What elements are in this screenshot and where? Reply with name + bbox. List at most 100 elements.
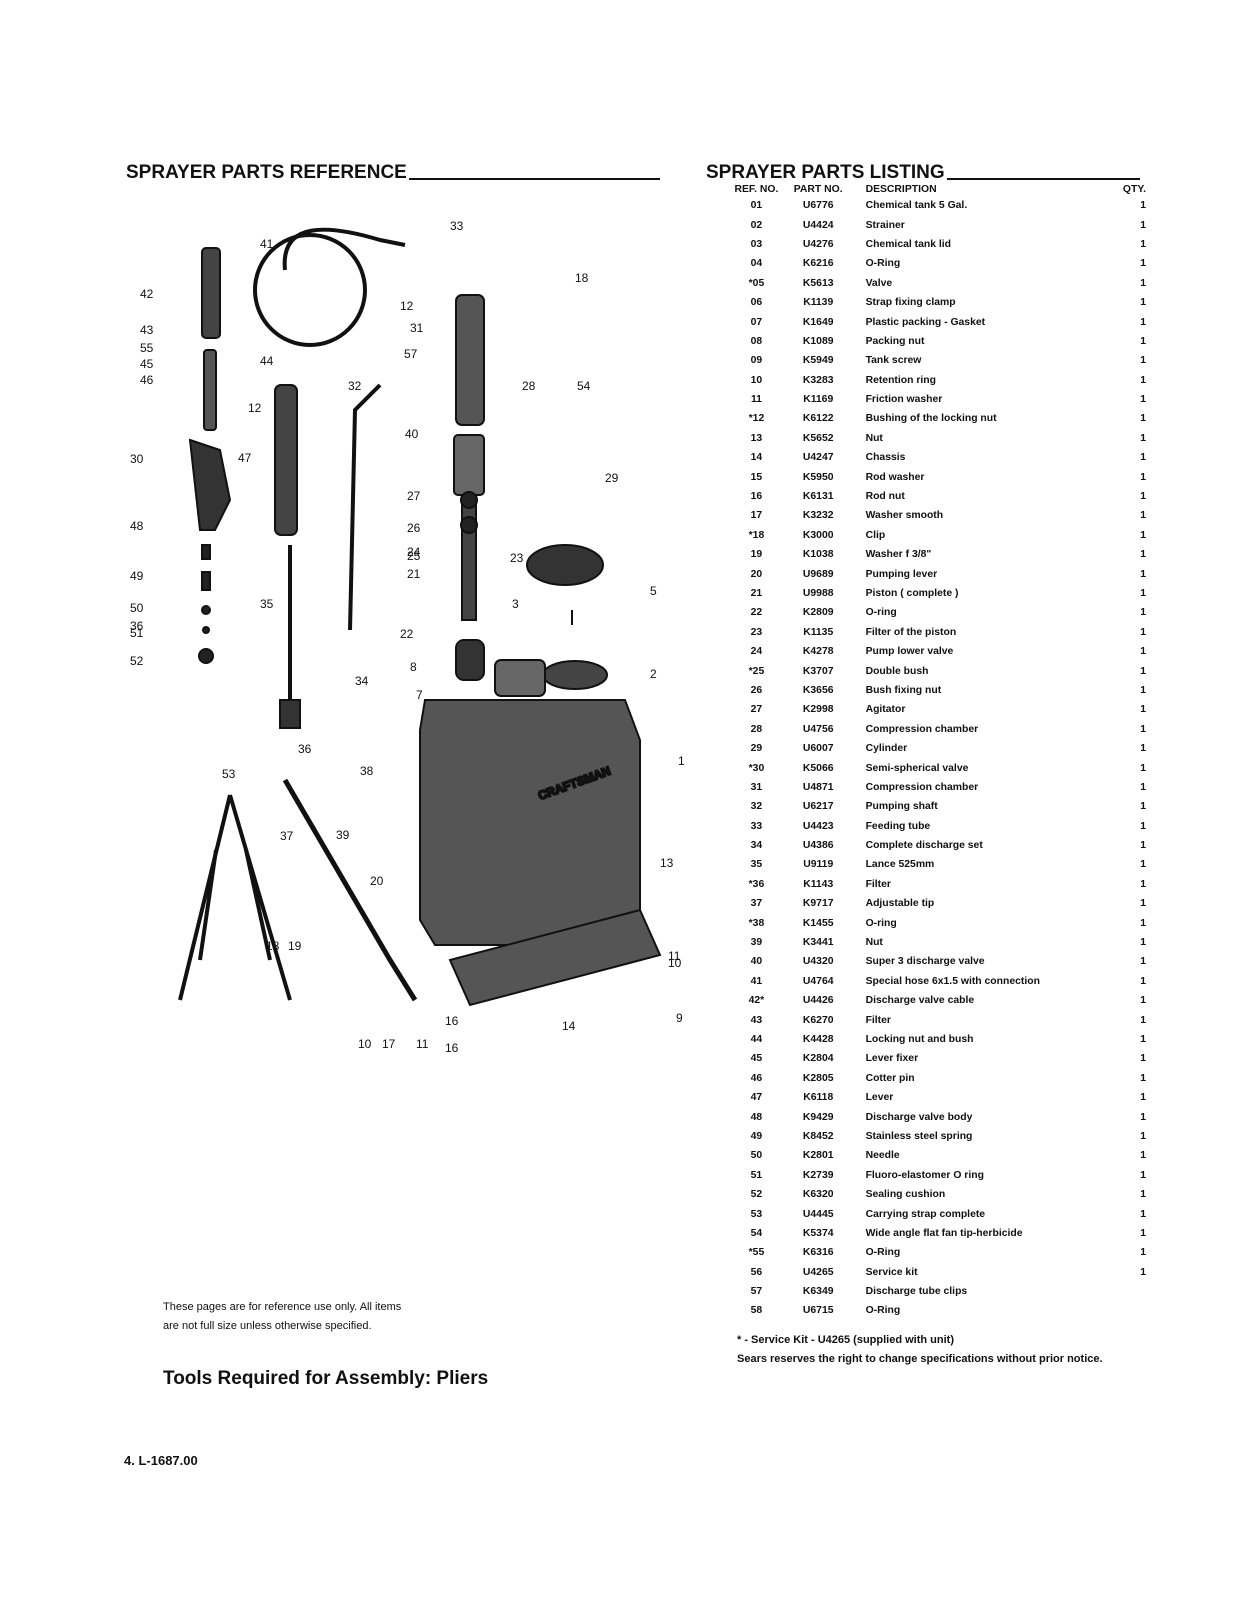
- qty-cell: 1: [1140, 1247, 1146, 1259]
- part-no-cell: U9119: [803, 859, 834, 871]
- part-no-cell: K2805: [802, 1072, 834, 1084]
- callout-label: 27: [407, 489, 421, 503]
- qty-cell: 1: [1140, 316, 1146, 328]
- qty-cell: 1: [1140, 258, 1146, 270]
- part-no-cell: K5950: [802, 471, 834, 483]
- description-cell: Pump lower valve: [865, 646, 954, 658]
- ref-no-cell: 07: [750, 316, 763, 328]
- ref-no-cell: 19: [750, 549, 763, 561]
- qty-cell: [1109, 1301, 1146, 1320]
- ref-no-cell: 58: [750, 1305, 763, 1317]
- ref-no-cell: 32: [750, 801, 763, 813]
- description-cell: O-Ring: [865, 1305, 901, 1317]
- description-cell: Super 3 discharge valve: [865, 956, 985, 968]
- ref-no-cell: *38: [748, 917, 765, 929]
- ref-no-cell: 49: [750, 1130, 763, 1142]
- qty-cell: 1: [1140, 1189, 1146, 1201]
- ref-no-cell: *55: [748, 1247, 765, 1259]
- part-no-cell: K2998: [802, 704, 834, 716]
- qty-cell: 1: [1140, 394, 1146, 406]
- heading-rule: [946, 178, 1140, 180]
- part-no-cell: K3656: [802, 684, 834, 696]
- qty-cell: 1: [1140, 743, 1146, 755]
- callout-label: 33: [450, 219, 464, 233]
- description-cell: Fluoro-elastomer O ring: [865, 1169, 984, 1181]
- ref-no-cell: 51: [750, 1169, 763, 1181]
- callout-label: 11: [416, 1037, 429, 1051]
- ref-no-cell: 02: [750, 219, 763, 231]
- description-cell: Pumping lever: [865, 568, 938, 580]
- ref-no-cell: 50: [750, 1150, 763, 1162]
- qty-cell: 1: [1140, 1130, 1146, 1142]
- description-cell: Wide angle flat fan tip-herbicide: [865, 1227, 1023, 1239]
- description-cell: O-ring: [865, 607, 897, 619]
- callout-label: 34: [355, 674, 369, 688]
- qty-cell: 1: [1140, 898, 1146, 910]
- part-no-cell: K1169: [803, 394, 834, 406]
- description-cell: Washer smooth: [865, 510, 944, 522]
- heading-rule: [408, 178, 660, 180]
- part-no-cell: K3283: [802, 374, 834, 386]
- part-no-cell: K6349: [802, 1286, 834, 1298]
- qty-cell: 1: [1140, 646, 1146, 658]
- description-cell: Agitator: [865, 704, 906, 716]
- header-part-no: PART NO.: [793, 183, 843, 195]
- part-no-cell: K6122: [802, 413, 834, 425]
- page-number: 4.: [124, 1453, 135, 1468]
- reference-disclaimer: These pages are for reference use only. …: [163, 1301, 402, 1332]
- description-cell: Washer f 3/8": [865, 549, 932, 561]
- callout-label: 16: [445, 1014, 459, 1028]
- description-cell: Friction washer: [865, 394, 943, 406]
- callout-label: 49: [130, 569, 144, 583]
- ref-no-cell: 35: [750, 859, 763, 871]
- description-cell: Adjustable tip: [865, 898, 935, 910]
- carrying-strap: [178, 794, 292, 1001]
- description-cell: Semi-spherical valve: [865, 762, 969, 774]
- callout-label: 39: [336, 828, 350, 842]
- part-no-cell: K1455: [802, 917, 834, 929]
- callout-label: 28: [522, 379, 536, 393]
- page-code: L-1687.00: [138, 1453, 198, 1468]
- ref-no-cell: 13: [750, 432, 763, 444]
- part-no-cell: U6007: [802, 743, 834, 755]
- ref-no-cell: 21: [750, 588, 763, 599]
- description-cell: Chassis: [865, 452, 906, 464]
- part-no-cell: K6118: [803, 1092, 834, 1104]
- callout-label: 30: [130, 452, 144, 466]
- sears-notice: Sears reserves the right to change speci…: [737, 1353, 1103, 1365]
- qty-cell: 1: [1140, 665, 1146, 677]
- description-cell: Nut: [865, 432, 883, 444]
- description-cell: Locking nut and bush: [865, 1033, 974, 1045]
- description-cell: Lever: [865, 1092, 894, 1104]
- callout-label: 48: [130, 519, 144, 533]
- lance-assembly: [253, 227, 406, 729]
- discharge-valve-assembly: [188, 247, 232, 664]
- callout-label: 16: [445, 1041, 459, 1055]
- callout-label: 12: [400, 299, 414, 313]
- qty-cell: 1: [1140, 568, 1146, 580]
- description-cell: Strap fixing clamp: [865, 297, 956, 309]
- callout-label: 18: [575, 271, 589, 285]
- ref-no-cell: 43: [750, 1014, 763, 1026]
- ref-no-cell: 14: [750, 452, 763, 464]
- callout-label: 55: [140, 341, 154, 355]
- callout-label: 24: [407, 545, 421, 559]
- description-cell: Strainer: [865, 219, 905, 231]
- callout-label: 23: [510, 551, 524, 565]
- chassis: [448, 908, 662, 1007]
- ref-no-cell: 42*: [748, 995, 765, 1007]
- part-no-cell: U9689: [802, 568, 834, 580]
